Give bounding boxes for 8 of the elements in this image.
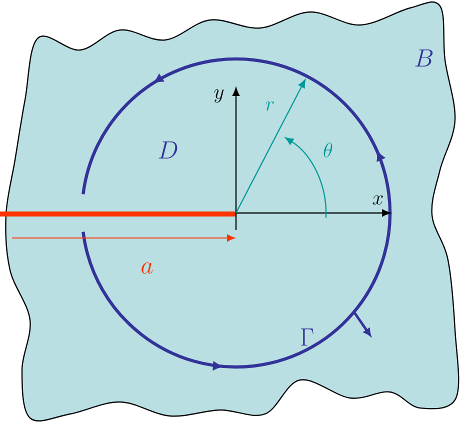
region-label: $D$: [158, 142, 178, 158]
angle-label: $\theta$: [324, 142, 332, 158]
radius-label: $r$: [266, 101, 274, 111]
axis-label: $y$: [214, 89, 224, 103]
contour-label: $\Gamma$: [301, 328, 314, 346]
axis-label: $x$: [372, 195, 383, 205]
length-label: $a$: [142, 262, 153, 274]
region-label: $B$: [415, 50, 433, 66]
